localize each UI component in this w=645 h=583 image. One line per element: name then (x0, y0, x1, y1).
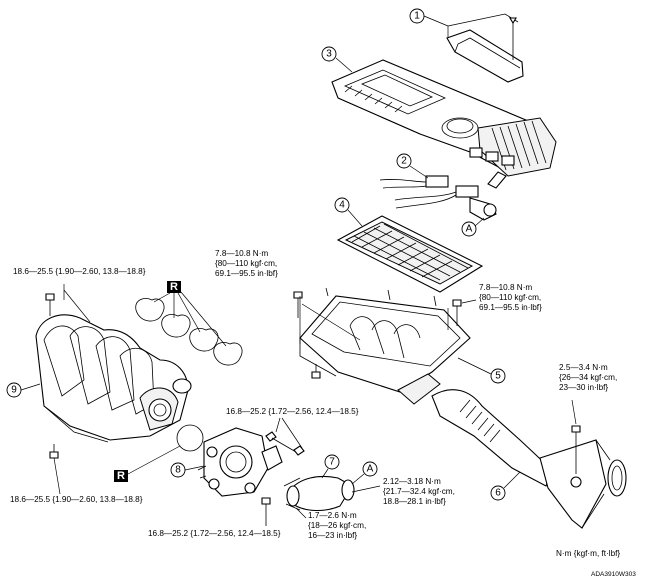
callout-4: 4 (334, 197, 363, 227)
r-mark-gaskets: R (153, 281, 227, 347)
callout-2: 2 (396, 153, 429, 179)
callout-6: 6 (490, 471, 521, 501)
svg-text:{80—110 kgf·cm,: {80—110 kgf·cm, (479, 293, 541, 302)
callout-a-top: A (461, 217, 485, 237)
svg-text:18.8—28.1 in·lbf}: 18.8—28.1 in·lbf} (383, 497, 446, 506)
svg-text:{21.7—32.4 kgf·cm,: {21.7—32.4 kgf·cm, (383, 487, 455, 496)
bolt-manifold-bottom (49, 444, 59, 459)
svg-text:23—30 in·lbf}: 23—30 in·lbf} (559, 383, 608, 392)
svg-text:7: 7 (329, 457, 335, 468)
svg-text:16—23 in·lbf}: 16—23 in·lbf} (308, 531, 357, 540)
r-mark-throttle-gasket: R (114, 445, 181, 482)
bolt-bracket (571, 425, 581, 474)
callout-9: 9 (6, 382, 41, 398)
svg-text:2.5—3.4 N·m: 2.5—3.4 N·m (559, 363, 608, 372)
part-5-air-cleaner-case (299, 287, 471, 405)
svg-text:6: 6 (495, 488, 501, 499)
svg-text:4: 4 (339, 200, 345, 211)
svg-text:2.12—3.18 N·m: 2.12—3.18 N·m (383, 477, 441, 486)
callout-7: 7 (321, 454, 340, 479)
torque-cleaner-right: 7.8—10.8 N·m {80—110 kgf·cm, 69.1—95.5 i… (479, 283, 542, 312)
gasket-throttle (176, 424, 204, 452)
callout-1: 1 (409, 8, 449, 27)
callout-5: 5 (457, 357, 506, 384)
bolt-throttle-lower (261, 497, 271, 526)
torque-cleaner-left: 7.8—10.8 N·m {80—110 kgf·cm, 69.1—95.5 i… (215, 249, 278, 278)
part-3-engine-cover (331, 59, 557, 189)
torque-hose-lower: 1.7—2.6 N·m {18—26 kgf·cm, 16—23 in·lbf} (308, 511, 366, 540)
callout-3: 3 (321, 46, 353, 73)
bolt-cleaner-right (452, 299, 462, 326)
svg-text:1: 1 (414, 11, 420, 22)
bolt-manifold-top (45, 293, 55, 316)
part-1-cover (446, 13, 524, 83)
torque-hose-upper: 2.12—3.18 N·m {21.7—32.4 kgf·cm, 18.8—28… (383, 477, 455, 506)
figure-id: ADA3910W303 (591, 571, 636, 578)
torque-throttle-top: 16.8—25.2 {1.72—2.56, 12.4—18.5} (226, 407, 359, 416)
svg-text:3: 3 (326, 49, 332, 60)
svg-text:7.8—10.8 N·m: 7.8—10.8 N·m (215, 249, 268, 258)
svg-text:9: 9 (11, 385, 17, 396)
callout-a-bottom: A (351, 461, 378, 485)
manifold-gaskets (135, 298, 243, 366)
part-6-air-duct (431, 389, 627, 529)
svg-text:{80—110 kgf·cm,: {80—110 kgf·cm, (215, 259, 277, 268)
units-note: N·m {kgf·m, ft·lbf} (556, 549, 620, 558)
torque-bracket: 2.5—3.4 N·m {26—34 kgf·cm, 23—30 in·lbf} (559, 363, 617, 392)
part-9-intake-manifold (35, 314, 192, 443)
svg-text:{26—34 kgf·cm,: {26—34 kgf·cm, (559, 373, 617, 382)
svg-text:A: A (466, 224, 473, 235)
torque-manifold-bottom: 18.6—25.5 {1.90—2.60, 13.8—18.8} (10, 495, 143, 504)
bolt-throttle-upper (265, 431, 305, 456)
svg-text:R: R (117, 470, 125, 482)
bolt-cleaner-left (293, 291, 303, 318)
svg-text:5: 5 (495, 371, 501, 382)
svg-text:A: A (367, 464, 374, 475)
svg-text:7.8—10.8 N·m: 7.8—10.8 N·m (479, 283, 532, 292)
svg-text:1.7—2.6 N·m: 1.7—2.6 N·m (308, 511, 357, 520)
svg-text:8: 8 (175, 465, 181, 476)
part-4-air-filter (336, 215, 484, 293)
part-7-hose (283, 475, 355, 512)
callout-8: 8 (170, 462, 205, 478)
svg-text:{18—26 kgf·cm,: {18—26 kgf·cm, (308, 521, 366, 530)
svg-text:69.1—95.5 in·lbf}: 69.1—95.5 in·lbf} (479, 303, 542, 312)
part-2-wiring (379, 175, 497, 221)
part-8-throttle-body (197, 427, 283, 497)
bolt-cleaner-bottom (311, 364, 321, 379)
torque-throttle-bottom: 16.8—25.2 {1.72—2.56, 12.4—18.5} (148, 529, 281, 538)
svg-text:R: R (170, 281, 178, 293)
svg-text:2: 2 (401, 156, 407, 167)
torque-manifold-top: 18.6—25.5 {1.90—2.60, 13.8—18.8} (13, 267, 146, 276)
svg-text:69.1—95.5 in·lbf}: 69.1—95.5 in·lbf} (215, 269, 278, 278)
